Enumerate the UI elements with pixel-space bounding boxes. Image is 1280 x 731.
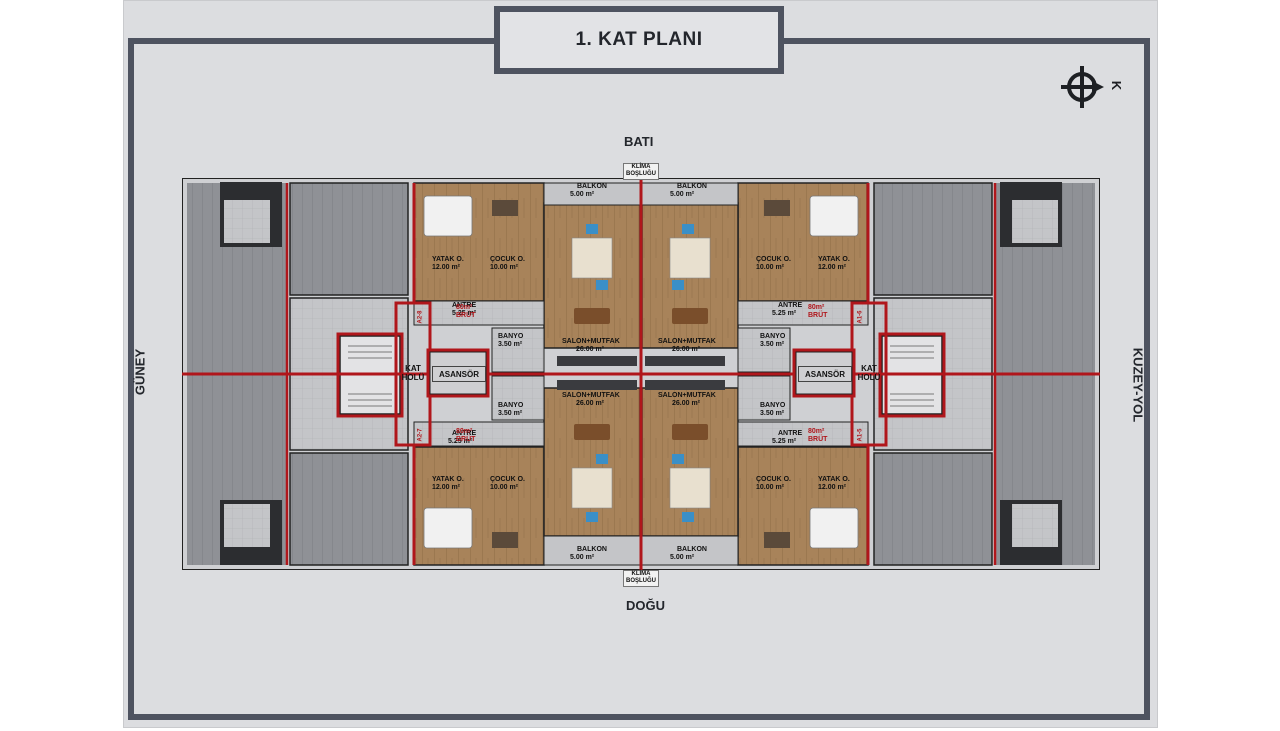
- klima-label-top: KLİMA BOŞLUĞU: [623, 163, 659, 180]
- yatak-label-se: YATAK O.: [818, 476, 850, 483]
- asansor-right: ASANSÖR: [798, 366, 852, 382]
- compass-label: K: [1109, 80, 1125, 91]
- yatak-area-ne: 12.00 m²: [818, 264, 847, 271]
- antre-area-ne: 5.25 m²: [772, 310, 797, 317]
- kat-holu-right: KAT HOLÜ: [857, 364, 881, 382]
- unit-tag-a1-6: A1-6: [857, 310, 864, 324]
- brut-label-sw: 80m² BRÜT: [456, 428, 476, 443]
- antre-area-se: 5.25 m²: [772, 438, 797, 445]
- cocuk-label-sw: ÇOCUK O.: [490, 476, 525, 483]
- compass-icon: [1061, 66, 1104, 108]
- direction-dogu: DOĞU: [626, 598, 665, 613]
- yatak-label-nw: YATAK O.: [432, 256, 464, 263]
- klima-label-bottom: KLİMA BOŞLUĞU: [623, 570, 659, 587]
- cocuk-area-ne: 10.00 m²: [756, 264, 785, 271]
- salon-label-sw: SALON+MUTFAK: [562, 392, 620, 399]
- cocuk-label-nw: ÇOCUK O.: [490, 256, 525, 263]
- direction-kuzey-yol: KUZEY-YOL: [1130, 347, 1146, 423]
- banyo-area-ne: 3.50 m²: [760, 341, 785, 348]
- salon-label-nw: SALON+MUTFAK: [562, 338, 620, 345]
- yatak-label-sw: YATAK O.: [432, 476, 464, 483]
- salon-area-ne: 26.00 m²: [672, 346, 701, 353]
- cocuk-area-se: 10.00 m²: [756, 484, 785, 491]
- antre-area-sw: 5.25 m²: [448, 438, 473, 445]
- kat-holu-left: KAT HOLÜ: [401, 364, 425, 382]
- plan-title: 1. KAT PLANI: [494, 6, 784, 74]
- cocuk-label-ne: ÇOCUK O.: [756, 256, 791, 263]
- banyo-label-nw: BANYO: [498, 333, 524, 340]
- asansor-left: ASANSÖR: [432, 366, 486, 382]
- brut-label-nw: 80m² BRÜT: [456, 304, 476, 319]
- yatak-area-se: 12.00 m²: [818, 484, 847, 491]
- direction-bati: BATI: [624, 134, 654, 149]
- balkon-area-ne: 5.00 m²: [670, 191, 695, 198]
- cocuk-area-sw: 10.00 m²: [490, 484, 519, 491]
- balkon-area-se: 5.00 m²: [670, 554, 695, 561]
- banyo-label-sw: BANYO: [498, 402, 524, 409]
- salon-label-se: SALON+MUTFAK: [658, 392, 716, 399]
- salon-area-se: 26.00 m²: [672, 400, 701, 407]
- balkon-label-ne: BALKON: [677, 183, 707, 190]
- salon-label-ne: SALON+MUTFAK: [658, 338, 716, 345]
- cocuk-label-se: ÇOCUK O.: [756, 476, 791, 483]
- banyo-area-nw: 3.50 m²: [498, 341, 523, 348]
- banyo-area-se: 3.50 m²: [760, 410, 785, 417]
- antre-label-sw: ANTRE: [452, 430, 477, 437]
- banyo-area-sw: 3.50 m²: [498, 410, 523, 417]
- antre-label-se: ANTRE: [778, 430, 803, 437]
- antre-label-ne: ANTRE: [778, 302, 803, 309]
- unit-tag-a2-8: A2-8: [417, 310, 424, 324]
- balkon-label-sw: BALKON: [577, 546, 607, 553]
- floor-plan: KLİMA BOŞLUĞU KLİMA BOŞLUĞU BALKON 5.00 …: [181, 163, 1101, 587]
- unit-tag-a2-7: A2-7: [417, 428, 424, 442]
- yatak-area-sw: 12.00 m²: [432, 484, 461, 491]
- yatak-label-ne: YATAK O.: [818, 256, 850, 263]
- balkon-area-nw: 5.00 m²: [570, 191, 595, 198]
- antre-area-nw: 5.25 m²: [452, 310, 477, 317]
- brut-label-ne: 80m² BRÜT: [808, 304, 828, 319]
- banyo-label-ne: BANYO: [760, 333, 786, 340]
- antre-label-nw: ANTRE: [452, 302, 477, 309]
- yatak-area-nw: 12.00 m²: [432, 264, 461, 271]
- salon-area-nw: 26.00 m²: [576, 346, 605, 353]
- balkon-area-sw: 5.00 m²: [570, 554, 595, 561]
- north-compass: K: [1058, 62, 1128, 112]
- unit-tag-a1-5: A1-5: [857, 428, 864, 442]
- salon-area-sw: 26.00 m²: [576, 400, 605, 407]
- balkon-label-nw: BALKON: [577, 183, 607, 190]
- brut-label-se: 80m² BRÜT: [808, 428, 828, 443]
- direction-guney: GÜNEY: [132, 348, 148, 396]
- balkon-label-se: BALKON: [677, 546, 707, 553]
- banyo-label-se: BANYO: [760, 402, 786, 409]
- floor-plan-drawing: [181, 177, 1101, 571]
- cocuk-area-nw: 10.00 m²: [490, 264, 519, 271]
